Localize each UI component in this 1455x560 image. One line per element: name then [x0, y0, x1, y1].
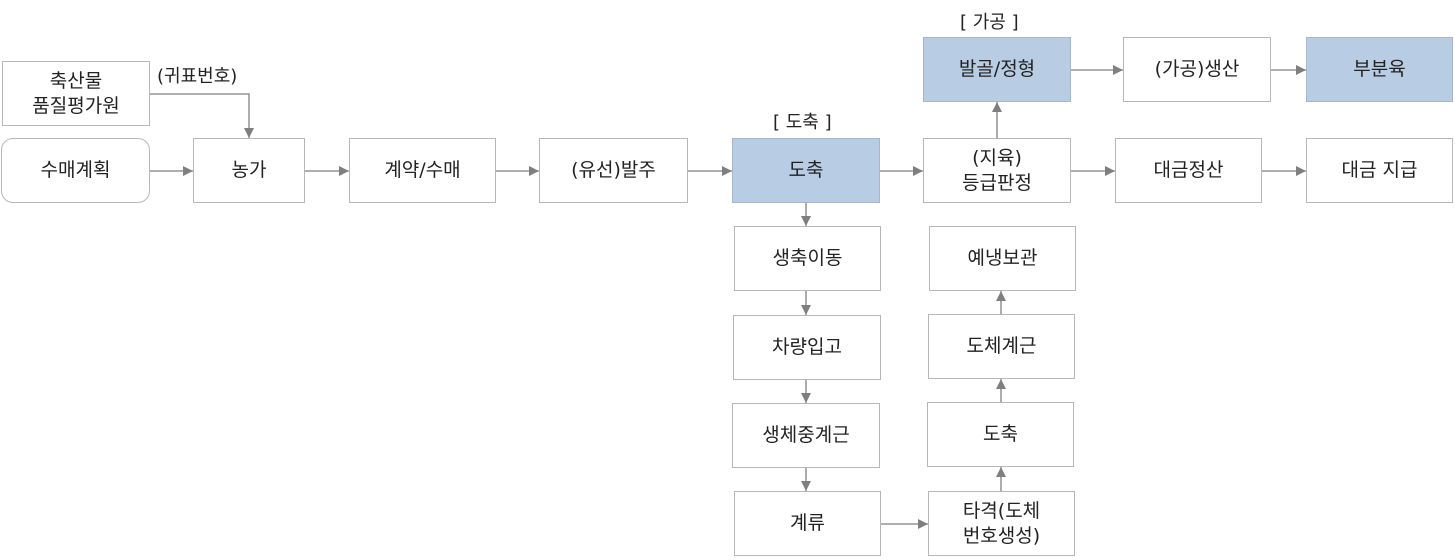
arrow-institute-to-farm [150, 93, 254, 138]
order-box: (유선)발주 [539, 138, 688, 203]
precooling-box: 예냉보관 [929, 226, 1076, 291]
processing-production-box: (가공)생산 [1123, 37, 1271, 102]
contract-box: 계약/수매 [349, 138, 496, 203]
live-weighing-box: 생체중계근 [732, 403, 880, 468]
quality-institute-box: 축산물 품질평가원 [2, 61, 150, 126]
purchase-plan-box: 수매계획 [1, 138, 150, 203]
ear-tag-label: (귀표번호) [157, 66, 238, 87]
cut-meat-box: 부분육 [1306, 37, 1453, 102]
farm-box: 농가 [193, 138, 305, 203]
slaughter-box: 도축 [732, 138, 880, 203]
slaughter-section-label: [ 도축 ] [773, 112, 832, 133]
carcass-weighing-box: 도체계근 [928, 314, 1075, 379]
livestock-transfer-box: 생축이동 [734, 226, 881, 291]
processing-section-label: [ 가공 ] [960, 12, 1019, 33]
deboning-box: 발골/정형 [923, 37, 1071, 102]
payment-box: 대금 지급 [1306, 138, 1453, 203]
lairage-box: 계류 [734, 491, 881, 556]
grading-box: (지육) 등급판정 [923, 138, 1071, 203]
vehicle-arrival-box: 차량입고 [733, 315, 881, 380]
slaughter-step-box: 도축 [927, 402, 1074, 467]
stunning-box: 타격(도체 번호생성) [928, 491, 1075, 556]
settlement-box: 대금정산 [1115, 138, 1262, 203]
